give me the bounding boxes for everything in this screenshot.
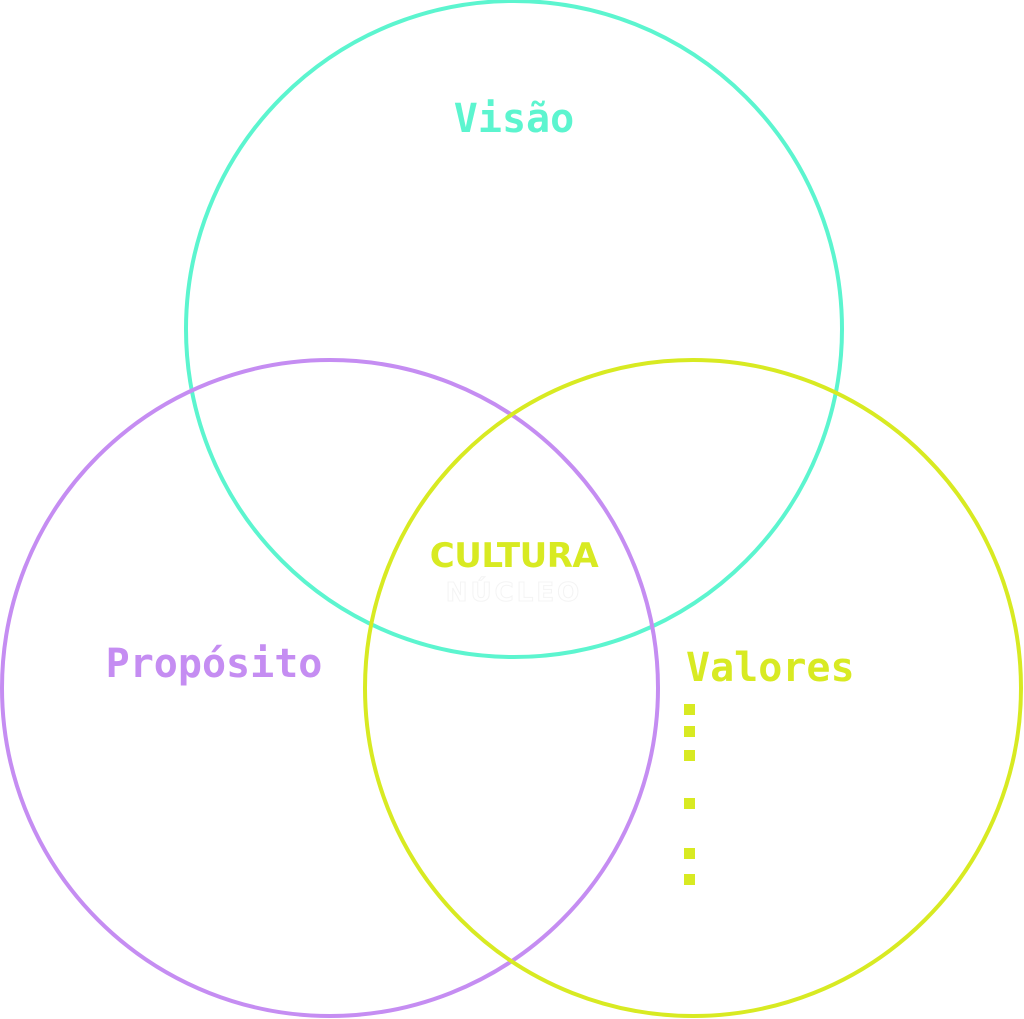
label-valores: Valores <box>686 645 855 691</box>
valores-mark <box>684 798 695 809</box>
center-logo: CULTURA NÚCLEO <box>430 536 600 609</box>
valores-mark <box>684 848 695 859</box>
valores-mark <box>684 874 695 885</box>
label-visao: Visão <box>454 96 574 142</box>
label-proposito: Propósito <box>106 641 323 687</box>
circle-visao <box>184 0 844 659</box>
valores-mark <box>684 750 695 761</box>
valores-mark <box>684 704 695 715</box>
center-title: CULTURA <box>430 536 600 576</box>
circle-proposito <box>0 358 660 1018</box>
valores-mark <box>684 726 695 737</box>
center-subtitle: NÚCLEO <box>446 576 582 608</box>
valores-marks <box>684 704 695 885</box>
circle-valores <box>363 358 1023 1018</box>
